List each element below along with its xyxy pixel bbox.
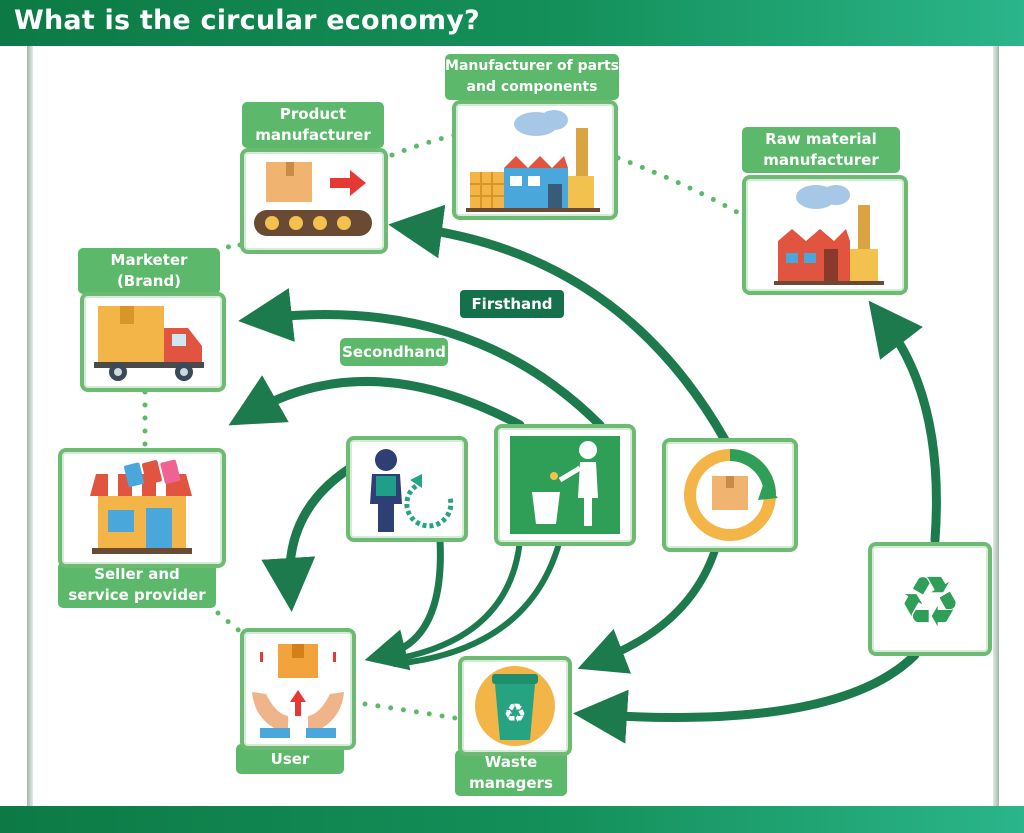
delivery-truck-icon [94, 306, 204, 381]
reuse-person-box [346, 436, 468, 542]
label-marketer: Marketer (Brand) [78, 248, 220, 294]
user-box [240, 628, 356, 750]
raw-material-box [742, 175, 908, 295]
recycling-box: ♻ [868, 542, 992, 656]
label-raw-material: Raw material manufacturer [742, 127, 900, 173]
box-recovery-icon [684, 449, 778, 541]
page-title: What is the circular economy? [14, 5, 480, 36]
arrow-bin-to-user-a [387, 537, 523, 663]
disposal-box [494, 424, 636, 546]
marketer-box [80, 292, 226, 392]
arrow-bin-to-user-b [392, 537, 563, 667]
recycling-bin-icon: ♻ [475, 666, 555, 746]
left-border [27, 46, 33, 806]
seller-box [58, 448, 226, 568]
label-product-manufacturer: Product manufacturer [242, 102, 384, 148]
arrow-to-product-manufacturer [388, 204, 730, 445]
product-manufacturer-box [240, 148, 388, 254]
arrow-reuse-to-user [261, 457, 365, 612]
right-border [993, 46, 999, 806]
svg-text:♻: ♻ [899, 561, 962, 643]
arrow-repair-to-user [364, 536, 444, 671]
footer-bar [0, 806, 1024, 833]
arrow-firsthand [238, 288, 605, 430]
resource-recovery-box [662, 438, 798, 552]
factory-icon [466, 110, 600, 212]
conveyor-icon [254, 162, 372, 236]
factory-icon [774, 185, 884, 285]
arrow-recycle-to-raw [868, 300, 941, 545]
hands-package-icon [252, 644, 344, 738]
label-firsthand: Firsthand [460, 290, 564, 318]
arrow-recovery-to-waste [577, 546, 719, 674]
label-waste-managers: Waste managers [455, 750, 567, 796]
waste-managers-box: ♻ [458, 656, 572, 756]
person-reuse-icon [370, 449, 454, 532]
recycle-icon: ♻ [899, 561, 962, 643]
trash-disposal-icon [510, 436, 620, 534]
dotted-cycle [142, 132, 745, 721]
label-secondhand: Secondhand [340, 338, 448, 366]
shop-icon [90, 459, 192, 554]
label-seller: Seller and service provider [58, 562, 216, 608]
parts-manufacturer-box [452, 100, 618, 220]
title-banner: What is the circular economy? [0, 0, 1024, 46]
svg-text:♻: ♻ [503, 699, 526, 729]
arrow-recycle-to-waste [573, 650, 920, 744]
label-parts-manufacturer: Manufacturer of parts and components [445, 54, 619, 100]
arrow-secondhand [228, 375, 525, 430]
